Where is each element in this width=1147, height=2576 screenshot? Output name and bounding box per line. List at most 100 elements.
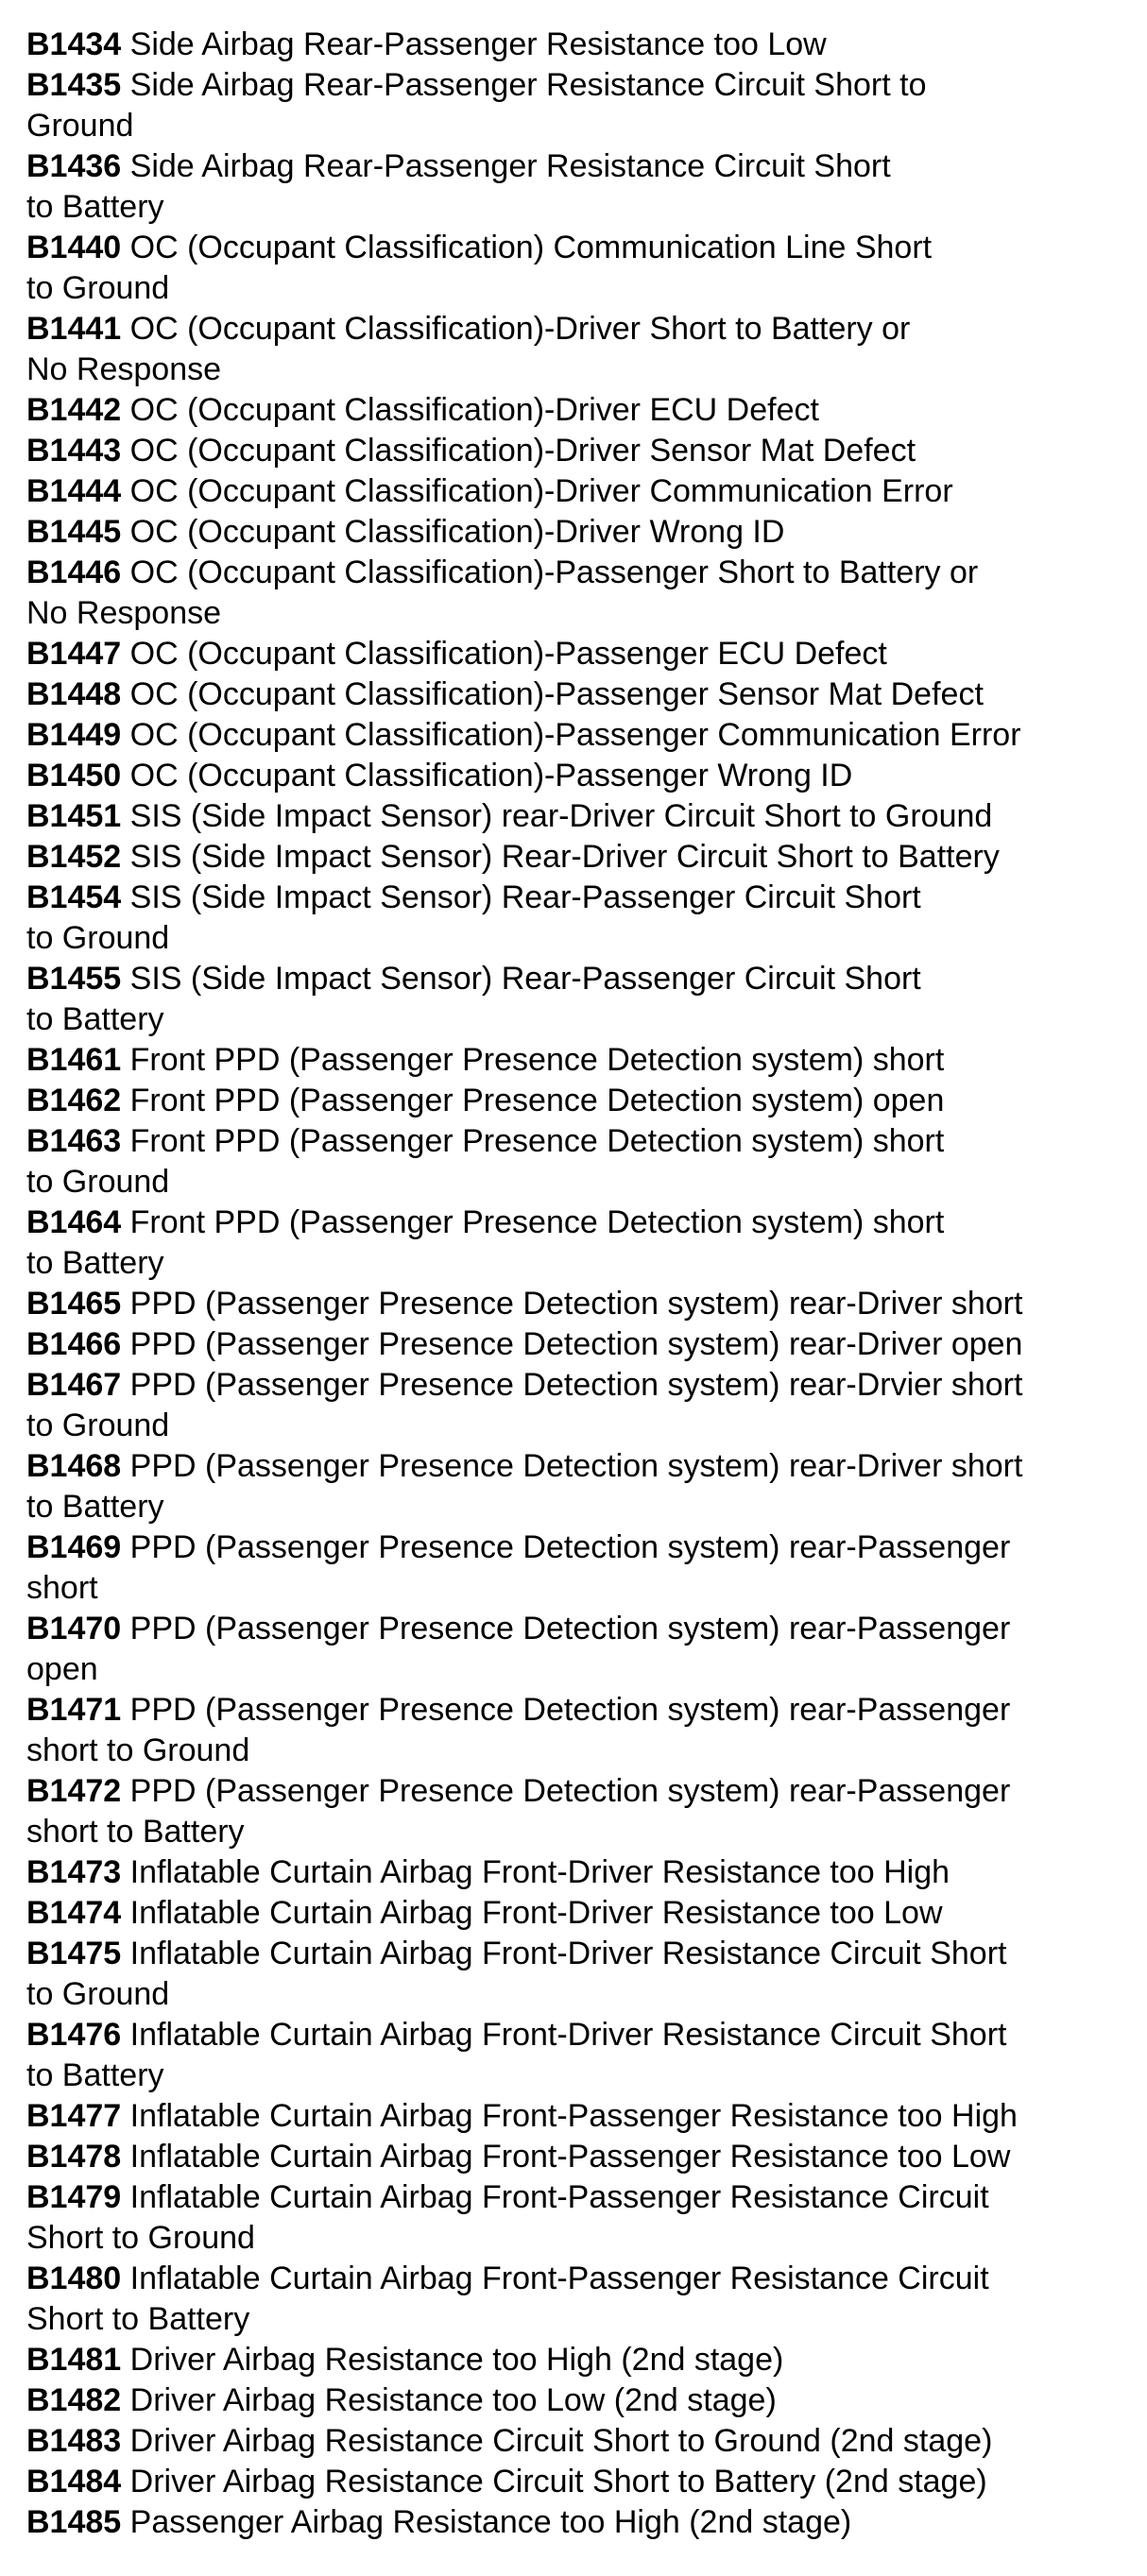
dtc-description: Passenger Airbag Resistance too High (2n…	[129, 2504, 852, 2540]
dtc-code: B1450	[26, 758, 122, 793]
dtc-code: B1446	[26, 554, 122, 590]
dtc-entry: B1435 Side Airbag Rear-Passenger Resista…	[26, 65, 1139, 146]
dtc-description: PPD (Passenger Presence Detection system…	[129, 1326, 1023, 1362]
dtc-description: Inflatable Curtain Airbag Front-Passenge…	[129, 2098, 1018, 2134]
dtc-code: B1474	[26, 1895, 122, 1931]
dtc-description: Front PPD (Passenger Presence Detection …	[26, 1204, 945, 1281]
dtc-description: Front PPD (Passenger Presence Detection …	[26, 1123, 945, 1200]
dtc-entry: B1445 OC (Occupant Classification)-Drive…	[26, 512, 1139, 553]
dtc-entry: B1466 PPD (Passenger Presence Detection …	[26, 1324, 1139, 1365]
dtc-code: B1440	[26, 230, 122, 265]
dtc-description: OC (Occupant Classification)-Driver Comm…	[129, 473, 953, 509]
dtc-entry: B1471 PPD (Passenger Presence Detection …	[26, 1690, 1139, 1771]
dtc-entry: B1461 Front PPD (Passenger Presence Dete…	[26, 1040, 1139, 1081]
dtc-entry: B1462 Front PPD (Passenger Presence Dete…	[26, 1081, 1139, 1121]
dtc-code: B1443	[26, 433, 122, 469]
dtc-description: PPD (Passenger Presence Detection system…	[129, 1286, 1023, 1322]
dtc-entry: B1448 OC (Occupant Classification)-Passe…	[26, 674, 1139, 715]
dtc-entry: B1441 OC (Occupant Classification)-Drive…	[26, 309, 1139, 390]
dtc-code: B1477	[26, 2098, 122, 2134]
dtc-code: B1467	[26, 1367, 122, 1403]
dtc-code: B1465	[26, 1286, 122, 1322]
dtc-description: PPD (Passenger Presence Detection system…	[26, 1529, 1011, 1606]
dtc-description: PPD (Passenger Presence Detection system…	[26, 1773, 1011, 1850]
dtc-code: B1481	[26, 2342, 122, 2378]
dtc-code: B1464	[26, 1204, 122, 1240]
dtc-code: B1441	[26, 311, 122, 347]
dtc-entry: B1476 Inflatable Curtain Airbag Front-Dr…	[26, 2015, 1139, 2096]
dtc-description: OC (Occupant Classification)-Driver ECU …	[129, 392, 819, 428]
dtc-description: OC (Occupant Classification)-Passenger S…	[26, 554, 979, 631]
dtc-code: B1475	[26, 1936, 122, 1971]
dtc-description: PPD (Passenger Presence Detection system…	[26, 1448, 1023, 1525]
dtc-code: B1479	[26, 2179, 122, 2215]
dtc-description: Side Airbag Rear-Passenger Resistance Ci…	[26, 148, 891, 225]
dtc-code: B1473	[26, 1854, 122, 1890]
dtc-entry: B1447 OC (Occupant Classification)-Passe…	[26, 634, 1139, 674]
dtc-entry: B1451 SIS (Side Impact Sensor) rear-Driv…	[26, 796, 1139, 837]
dtc-code: B1466	[26, 1326, 122, 1362]
dtc-code: B1484	[26, 2464, 122, 2499]
dtc-description: Inflatable Curtain Airbag Front-Driver R…	[129, 1895, 943, 1931]
dtc-code: B1449	[26, 717, 122, 753]
dtc-description: Front PPD (Passenger Presence Detection …	[129, 1083, 945, 1118]
dtc-code: B1485	[26, 2504, 122, 2540]
dtc-entry: B1470 PPD (Passenger Presence Detection …	[26, 1609, 1139, 1690]
dtc-code: B1462	[26, 1083, 122, 1118]
dtc-description: Driver Airbag Resistance Circuit Short t…	[129, 2423, 993, 2459]
dtc-code: B1451	[26, 798, 122, 834]
dtc-entry: B1446 OC (Occupant Classification)-Passe…	[26, 553, 1139, 634]
dtc-code: B1471	[26, 1692, 122, 1728]
dtc-code: B1469	[26, 1529, 122, 1565]
dtc-entry: B1479 Inflatable Curtain Airbag Front-Pa…	[26, 2177, 1139, 2259]
dtc-code: B1455	[26, 961, 122, 997]
dtc-description: OC (Occupant Classification)-Driver Shor…	[26, 311, 911, 387]
dtc-code: B1442	[26, 392, 122, 428]
dtc-code: B1478	[26, 2139, 122, 2175]
dtc-entry: B1455 SIS (Side Impact Sensor) Rear-Pass…	[26, 959, 1139, 1040]
dtc-description: Side Airbag Rear-Passenger Resistance to…	[129, 26, 827, 62]
dtc-description: OC (Occupant Classification)-Passenger W…	[129, 758, 853, 793]
dtc-description: SIS (Side Impact Sensor) Rear-Driver Cir…	[129, 839, 1000, 875]
dtc-entry: B1463 Front PPD (Passenger Presence Dete…	[26, 1121, 1139, 1203]
dtc-description: SIS (Side Impact Sensor) Rear-Passenger …	[26, 961, 921, 1037]
dtc-description: PPD (Passenger Presence Detection system…	[26, 1692, 1011, 1768]
dtc-code: B1482	[26, 2382, 122, 2418]
dtc-description: Front PPD (Passenger Presence Detection …	[129, 1042, 945, 1078]
dtc-entry: B1473 Inflatable Curtain Airbag Front-Dr…	[26, 1852, 1139, 1893]
dtc-entry: B1450 OC (Occupant Classification)-Passe…	[26, 756, 1139, 796]
dtc-code: B1436	[26, 148, 122, 184]
dtc-entry: B1484 Driver Airbag Resistance Circuit S…	[26, 2462, 1139, 2502]
dtc-entry: B1464 Front PPD (Passenger Presence Dete…	[26, 1203, 1139, 1284]
dtc-description: OC (Occupant Classification)-Passenger S…	[129, 676, 984, 712]
dtc-code: B1463	[26, 1123, 122, 1159]
dtc-description: Inflatable Curtain Airbag Front-Passenge…	[26, 2260, 989, 2337]
dtc-entry: B1483 Driver Airbag Resistance Circuit S…	[26, 2421, 1139, 2462]
dtc-entry: B1440 OC (Occupant Classification) Commu…	[26, 228, 1139, 309]
dtc-code: B1445	[26, 514, 122, 550]
dtc-description: Inflatable Curtain Airbag Front-Driver R…	[26, 2017, 1007, 2093]
dtc-entry: B1477 Inflatable Curtain Airbag Front-Pa…	[26, 2096, 1139, 2137]
dtc-description: OC (Occupant Classification)-Driver Wron…	[129, 514, 785, 550]
dtc-description: SIS (Side Impact Sensor) rear-Driver Cir…	[129, 798, 993, 834]
dtc-entry: B1468 PPD (Passenger Presence Detection …	[26, 1446, 1139, 1527]
dtc-code: B1452	[26, 839, 122, 875]
dtc-description: OC (Occupant Classification)-Driver Sens…	[129, 433, 916, 469]
dtc-entry: B1478 Inflatable Curtain Airbag Front-Pa…	[26, 2137, 1139, 2177]
dtc-entry: B1465 PPD (Passenger Presence Detection …	[26, 1284, 1139, 1324]
dtc-entry: B1475 Inflatable Curtain Airbag Front-Dr…	[26, 1934, 1139, 2015]
dtc-entry: B1481 Driver Airbag Resistance too High …	[26, 2340, 1139, 2380]
dtc-description: Driver Airbag Resistance too High (2nd s…	[129, 2342, 784, 2378]
dtc-description: Inflatable Curtain Airbag Front-Passenge…	[129, 2139, 1011, 2175]
dtc-code: B1461	[26, 1042, 122, 1078]
dtc-entry: B1436 Side Airbag Rear-Passenger Resista…	[26, 146, 1139, 228]
dtc-code: B1470	[26, 1611, 122, 1646]
dtc-description: PPD (Passenger Presence Detection system…	[26, 1611, 1011, 1687]
dtc-entry: B1452 SIS (Side Impact Sensor) Rear-Driv…	[26, 837, 1139, 878]
dtc-entry: B1467 PPD (Passenger Presence Detection …	[26, 1365, 1139, 1446]
dtc-code: B1435	[26, 67, 122, 103]
dtc-description: Inflatable Curtain Airbag Front-Driver R…	[26, 1936, 1007, 2012]
dtc-code: B1434	[26, 26, 122, 62]
dtc-description: Inflatable Curtain Airbag Front-Driver R…	[129, 1854, 950, 1890]
dtc-description: SIS (Side Impact Sensor) Rear-Passenger …	[26, 879, 921, 956]
